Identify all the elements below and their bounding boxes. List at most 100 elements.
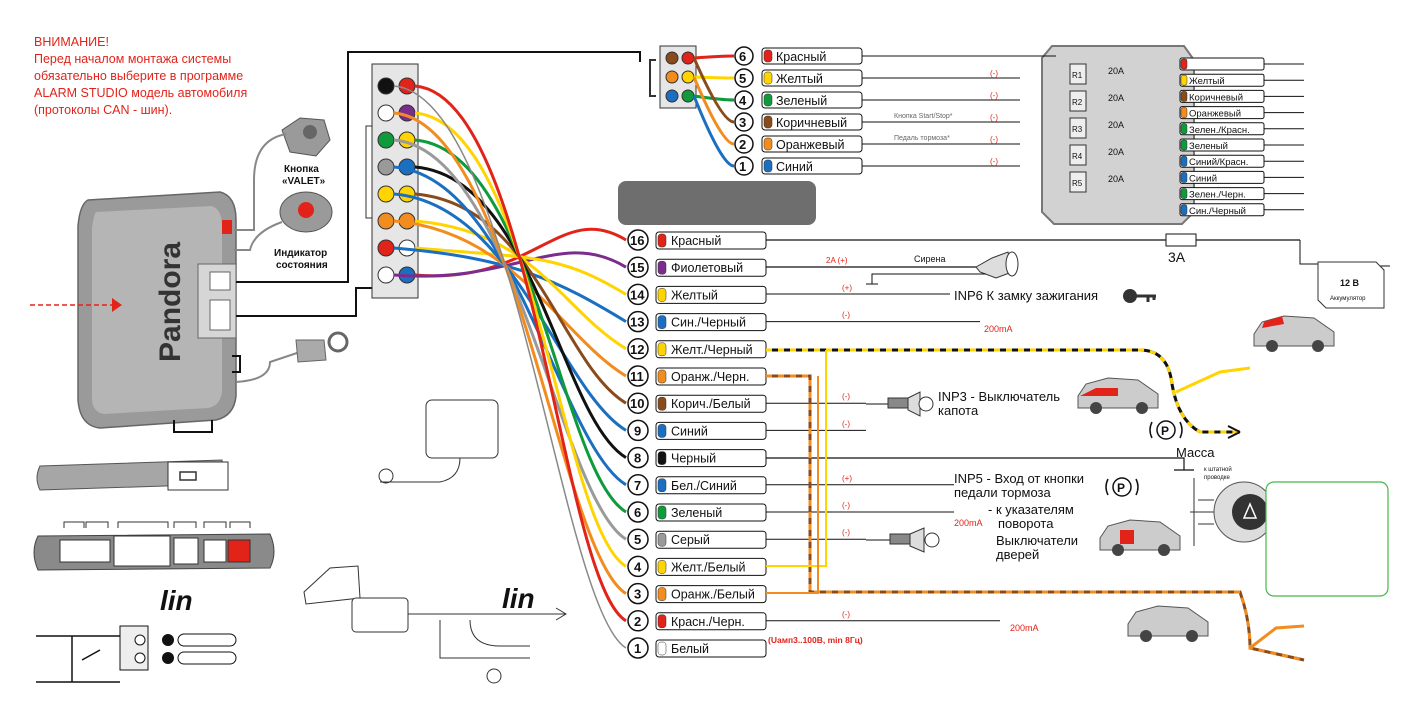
pin-number-badge [627, 392, 649, 414]
warning-text-3: ALARM STUDIO модель автомобиля [34, 86, 248, 100]
pin-number: 8 [634, 451, 641, 466]
pin-number: 15 [630, 260, 644, 275]
wire [692, 57, 735, 124]
output-label: Зелен./Черн. [1189, 190, 1246, 201]
wire-color-swatch [657, 424, 667, 438]
wire [393, 251, 627, 278]
warning-text-1: Перед началом монтажа системы [34, 52, 232, 66]
pin-number-badge [627, 283, 649, 306]
std-wiring-label-1: к штатной [1204, 466, 1232, 473]
unit-side-view [36, 459, 229, 491]
car-icons [1077, 315, 1335, 642]
pin-number: 13 [630, 315, 644, 330]
wire-label: Черный [671, 452, 716, 466]
pin-number-badge [734, 46, 754, 66]
wire [693, 54, 735, 60]
relay-output: Синий [1179, 170, 1304, 184]
relay-outputs: ЖелтыйКоричневыйОранжевыйЗелен./Красн.Зе… [1179, 57, 1304, 217]
lin-schematic-2: lin [303, 565, 567, 684]
wire [393, 138, 627, 541]
wire-color-swatch [657, 532, 667, 547]
pin-number: 6 [634, 505, 641, 520]
wire-color-swatch [1180, 172, 1188, 183]
pin-number: 1 [634, 641, 641, 656]
pin-number-badge [627, 582, 649, 605]
turn-signal-label-2: поворота [998, 516, 1054, 531]
connector-16-row: 3 Оранж./Белый [627, 582, 767, 605]
function-caption: Педаль тормоза* [894, 135, 950, 142]
relay-output: Желтый [1179, 73, 1304, 87]
fuse-rating: 20A [1108, 93, 1124, 103]
output-label: Зелен./Красн. [1189, 125, 1250, 136]
indicator-label-1: Индикатор [274, 248, 327, 259]
unit-connector-view [33, 521, 275, 571]
polarity-note: (-) [990, 157, 998, 166]
connector-16-row: 8 Черный [627, 446, 767, 469]
wire [414, 111, 627, 568]
connector-pin [377, 104, 395, 122]
connector-16-row: 1 Белый [627, 637, 767, 659]
wire-color-swatch [657, 641, 667, 656]
wire-label: Синий [776, 160, 813, 174]
fuse-rating: 20A [1108, 120, 1124, 130]
connector-6-pins [665, 51, 695, 103]
lin-label-bottom: lin [502, 583, 535, 614]
pin-number: 2 [739, 137, 746, 152]
door-switch-label-1: Выключатели [996, 533, 1078, 548]
connector-pin [377, 266, 395, 284]
wire-label: Оранж./Черн. [671, 370, 749, 384]
pin-number: 14 [630, 287, 645, 302]
inp3-label-1: INP3 - Выключатель [938, 389, 1060, 404]
pin-number: 7 [634, 478, 641, 493]
wire [414, 246, 627, 296]
wire-label: Бел./Синий [671, 479, 737, 493]
inp5-label-1: INP5 - Вход от кнопки [954, 471, 1084, 486]
connector-pin [377, 212, 395, 230]
connector-pin [377, 77, 395, 95]
pin-number: 3 [634, 587, 641, 602]
mass-label: Масса [1176, 445, 1215, 460]
wire-label: Красный [776, 50, 826, 64]
polarity-note: (-) [842, 311, 850, 320]
wire-color-swatch [763, 159, 773, 173]
wire-color-swatch [763, 137, 773, 151]
wire-color-swatch [657, 451, 667, 465]
wire [692, 76, 735, 146]
wire-label: Желт./Черный [671, 343, 753, 357]
pin-number-badge [627, 338, 649, 360]
ma-label-6: 200mA [954, 518, 983, 528]
polarity-note: (-) [842, 392, 850, 401]
wire-label: Белый [671, 642, 709, 656]
park-symbol-2: P [1117, 481, 1125, 495]
wire-label-box [655, 285, 767, 304]
pin-number-badge [627, 446, 649, 469]
relay-output: Коричневый [1179, 89, 1304, 103]
wire [692, 95, 735, 168]
inp3-label-2: капота [938, 403, 979, 418]
polarity-note: (-) [842, 610, 850, 619]
wire-label-box [655, 639, 767, 658]
wire [393, 111, 627, 595]
polarity-note: 2A (+) [826, 256, 848, 265]
misc-labels: 200mA 200mA 200mA INP3 - Выключатель кап… [768, 324, 1232, 645]
wire [414, 84, 627, 623]
relay [1069, 90, 1087, 112]
pin-number: 16 [630, 233, 644, 248]
wire-label: Оранж./Белый [671, 588, 755, 602]
wire-label: Желт./Белый [671, 560, 746, 574]
wire-color-swatch [657, 369, 667, 384]
pin-number: 11 [630, 369, 644, 384]
siren-group: Сирена [766, 251, 1019, 285]
pin-number-badge [734, 90, 754, 110]
wire-color-swatch [657, 342, 667, 357]
pin-number-badge [627, 256, 649, 278]
